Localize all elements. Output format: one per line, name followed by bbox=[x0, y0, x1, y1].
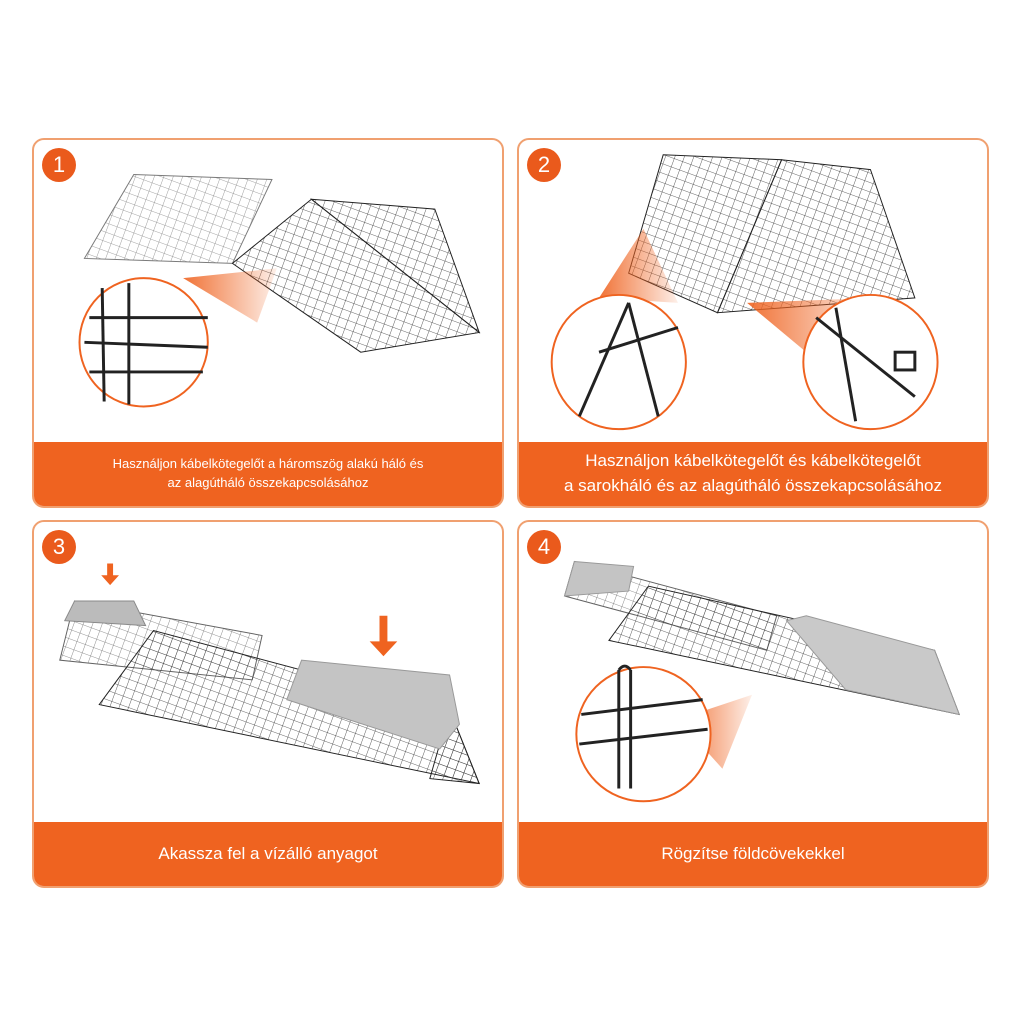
caption-line: Akassza fel a vízálló anyagot bbox=[158, 843, 378, 863]
caption-line: az alagútháló összekapcsolásához bbox=[167, 475, 369, 490]
caption-line: Használjon kábelkötegelőt és kábelkötege… bbox=[585, 451, 921, 471]
arrow-down-icon bbox=[369, 615, 398, 657]
step-number-badge: 2 bbox=[527, 148, 561, 182]
step-number-badge: 3 bbox=[42, 530, 76, 564]
caption-line: Rögzítse földcövekekkel bbox=[661, 843, 845, 863]
step-3-panel: 3 Akassza fel a vízálló anyagot bbox=[32, 520, 504, 888]
step-4-panel: 4 Rögzítse földcövekekkel bbox=[517, 520, 989, 888]
caption-line: a sarokháló és az alagútháló összekapcso… bbox=[563, 476, 943, 495]
ground-stake-illustration bbox=[563, 560, 961, 803]
step-caption: Használjon kábelkötegelőt a háromszög al… bbox=[34, 442, 502, 506]
step-number-badge: 4 bbox=[527, 530, 561, 564]
cage-connection-illustration bbox=[78, 174, 481, 408]
waterproof-cover-illustration bbox=[59, 563, 480, 785]
step-caption: Rögzítse földcövekekkel bbox=[519, 822, 987, 886]
corner-connection-illustration bbox=[550, 154, 939, 431]
caption-line: Használjon kábelkötegelőt a háromszög al… bbox=[112, 456, 424, 472]
step-caption: Akassza fel a vízálló anyagot bbox=[34, 822, 502, 886]
step-2-panel: 2 Használjon kábelkötegelőt és kábelköte… bbox=[517, 138, 989, 508]
step-1-panel: 1 Használjon kábelkötegelőt a háromszög … bbox=[32, 138, 504, 508]
step-number-badge: 1 bbox=[42, 148, 76, 182]
step-caption: Használjon kábelkötegelőt és kábelkötege… bbox=[519, 442, 987, 506]
arrow-down-icon bbox=[101, 563, 119, 586]
